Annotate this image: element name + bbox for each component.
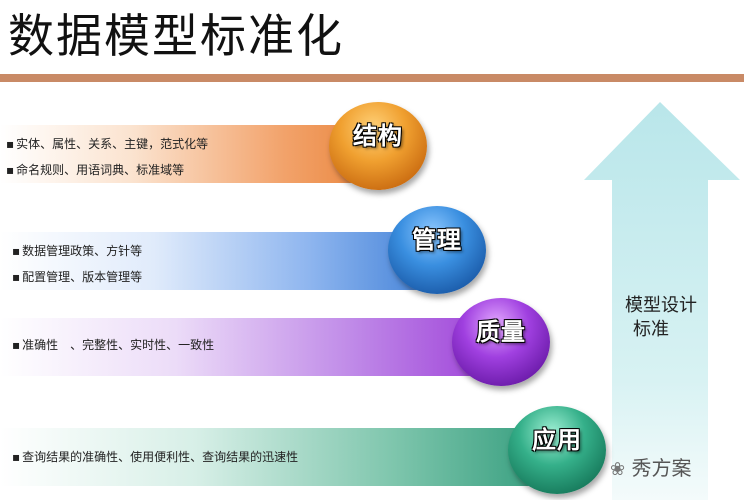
title-divider	[0, 74, 744, 82]
arrow-label-line1: 模型设计	[625, 295, 697, 316]
section-application-label: 应用	[532, 426, 582, 454]
section-application-band: 查询结果的准确性、使用便利性、查询结果的迅速性	[0, 428, 560, 486]
section-quality-label: 质量	[476, 318, 526, 346]
section-structure-band: 实体、属性、关系、主键，范式化等 命名规则、用语词典、标准域等	[0, 125, 380, 183]
management-bullet-1: 数据管理政策、方针等	[12, 238, 380, 264]
section-management-label: 管理	[412, 226, 462, 254]
page-title: 数据模型标准化	[8, 9, 344, 63]
section-structure-label: 结构	[353, 122, 403, 150]
section-management-band: 数据管理政策、方针等 配置管理、版本管理等	[0, 232, 440, 290]
application-bullet-1: 查询结果的准确性、使用便利性、查询结果的迅速性	[12, 444, 500, 470]
section-application-circle: 应用	[508, 406, 606, 494]
management-bullet-2: 配置管理、版本管理等	[12, 264, 380, 290]
watermark-text: 秀方案	[631, 456, 692, 480]
section-management-circle: 管理	[388, 206, 486, 294]
arrow-label-line2: 标准	[633, 319, 669, 340]
structure-bullet-1: 实体、属性、关系、主键，范式化等	[6, 131, 320, 157]
up-arrow	[584, 102, 740, 500]
quality-bullet-1: 准确性 、完整性、实时性、一致性	[12, 332, 440, 358]
section-quality-circle: 质量	[452, 298, 550, 386]
section-structure-circle: 结构	[329, 102, 427, 190]
wechat-icon: ❀	[610, 459, 626, 480]
arrow-label: 模型设计 标准	[625, 294, 715, 342]
section-quality-band: 准确性 、完整性、实时性、一致性	[0, 318, 500, 376]
watermark: ❀ 秀方案	[610, 452, 691, 481]
structure-bullet-2: 命名规则、用语词典、标准域等	[6, 157, 320, 183]
